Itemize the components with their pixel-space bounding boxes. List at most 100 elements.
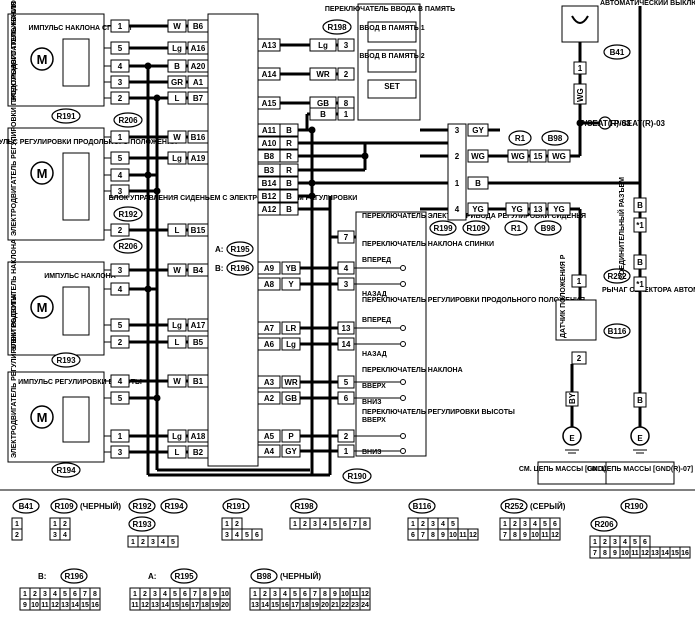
wire-color: R — [286, 152, 292, 161]
connector-pin: 10 — [449, 532, 457, 539]
connector-pin: 7 — [193, 591, 197, 598]
connector-pin: 1 — [15, 521, 19, 528]
seat-switch-label: ВВЕРХ — [362, 417, 386, 424]
connector-pin: 19 — [311, 602, 319, 609]
connector-pin: 8 — [323, 591, 327, 598]
connector-pin: 17 — [191, 602, 199, 609]
connector-view-R194-oval — [160, 498, 188, 514]
junction-dot — [144, 171, 152, 179]
seat-switch-label: ВПЕРЕД — [362, 257, 391, 264]
seat-pin: 1 — [344, 447, 349, 456]
connector-pin: 8 — [93, 591, 97, 598]
pulse-sensor — [62, 396, 90, 443]
cu-pin-box — [257, 337, 281, 351]
mem1-label: ВВОД В ПАМЯТЬ 1 — [359, 25, 424, 32]
connector-pin: 2 — [303, 521, 307, 528]
wire-color: WG — [471, 152, 485, 161]
connector-pin: 19 — [211, 602, 219, 609]
cu-pin-box — [257, 277, 281, 291]
seat-pin: 5 — [344, 378, 349, 387]
connector-cell — [359, 517, 371, 530]
connector-view-B41-oval — [12, 498, 40, 514]
cu-pin-box — [257, 391, 281, 405]
wire-color-box — [309, 38, 337, 52]
cu-pin: A1 — [193, 78, 204, 87]
ground-label-box — [605, 461, 675, 485]
seat-switch-label: ПЕРЕКЛЮЧАТЕЛЬ НАКЛОНА — [362, 367, 463, 374]
seat-pin: 2 — [344, 432, 349, 441]
control-unit — [207, 13, 259, 467]
module-pin-slide: 3 — [118, 187, 123, 196]
wire-color: YG — [472, 205, 484, 214]
connector-pin: 8 — [603, 550, 607, 557]
connector-pin: 2 — [421, 521, 425, 528]
cu-pin-box — [257, 261, 281, 275]
connector-pin: 3 — [273, 591, 277, 598]
wire-color: WR — [316, 70, 330, 79]
connector-pin: 15 — [671, 550, 679, 557]
connector-pin: 8 — [431, 532, 435, 539]
conn-r198-oval — [322, 19, 352, 35]
module-pin-slide: 2 — [118, 226, 123, 235]
cu-pin: A8 — [264, 280, 275, 289]
junction-dot — [308, 126, 316, 134]
connector-pin: 3 — [53, 532, 57, 539]
wire-color: B — [286, 179, 292, 188]
junction-dot — [153, 187, 161, 195]
connector-view-R196-oval — [60, 568, 88, 584]
connector-pin: 1 — [293, 521, 297, 528]
wire-color-box — [167, 75, 187, 89]
contact-dot — [400, 325, 406, 331]
connector-pin: 17 — [291, 602, 299, 609]
memory-switch-title: ПЕРЕКЛЮЧАТЕЛЬ ВВОДА В ПАМЯТЬ — [325, 6, 455, 13]
connector-pin: 18 — [201, 602, 209, 609]
wire-color-box — [633, 392, 647, 408]
connector-pin: 10 — [31, 602, 39, 609]
conn-r194-oval — [51, 462, 81, 478]
cu-pin: B7 — [193, 94, 204, 103]
wire-color: WR — [284, 378, 298, 387]
connector-pin: 14 — [261, 602, 269, 609]
sensor-pin-2: 2 — [577, 354, 582, 363]
connector-pin: 9 — [613, 550, 617, 557]
pulse-label-height: ИМПУЛЬС РЕГУЛИРОВКИ ВЫСОТЫ — [18, 379, 142, 386]
connector-pin: 15 — [81, 602, 89, 609]
connector-pin: 10 — [531, 532, 539, 539]
junction-r199 — [447, 123, 467, 221]
pin-box — [337, 230, 355, 244]
junction-dot — [144, 62, 152, 70]
connector-pin: 7 — [83, 591, 87, 598]
connector-pin: 23 — [351, 602, 359, 609]
pulse-sensor — [62, 286, 90, 336]
connector-pin: 14 — [71, 602, 79, 609]
cu-conn-b: R196 — [230, 264, 250, 273]
cu-pin: A15 — [262, 99, 277, 108]
wire-color-box — [633, 276, 647, 292]
conn-r109: R109 — [466, 224, 486, 233]
connector-pin: 16 — [281, 602, 289, 609]
cu-pin: B15 — [191, 226, 206, 235]
connector-pin: 7 — [353, 521, 357, 528]
lever-b: B — [637, 201, 643, 210]
seat-pin: 6 — [344, 394, 349, 403]
cu-pin: A13 — [262, 41, 277, 50]
conn-b98-oval — [541, 130, 569, 146]
wire-color: W — [173, 22, 181, 31]
connector-pin: 20 — [321, 602, 329, 609]
connector-pin: 1 — [133, 591, 137, 598]
wire-color: B — [286, 205, 292, 214]
connector-pin: 4 — [533, 521, 537, 528]
ground-icon — [630, 426, 650, 446]
sensor-pin-1: 1 — [577, 277, 582, 286]
connector-pin: 9 — [441, 532, 445, 539]
connector-pin: 6 — [343, 521, 347, 528]
conn-r1: R1 — [515, 134, 526, 143]
connector-pin: 5 — [293, 591, 297, 598]
motor-icon — [30, 161, 54, 185]
wire-color-box — [547, 149, 571, 163]
cu-pin: A16 — [191, 44, 206, 53]
cu-conn-a-prefix: A: — [215, 245, 223, 254]
cu-pin: A7 — [264, 324, 275, 333]
memory-switch — [357, 3, 421, 121]
